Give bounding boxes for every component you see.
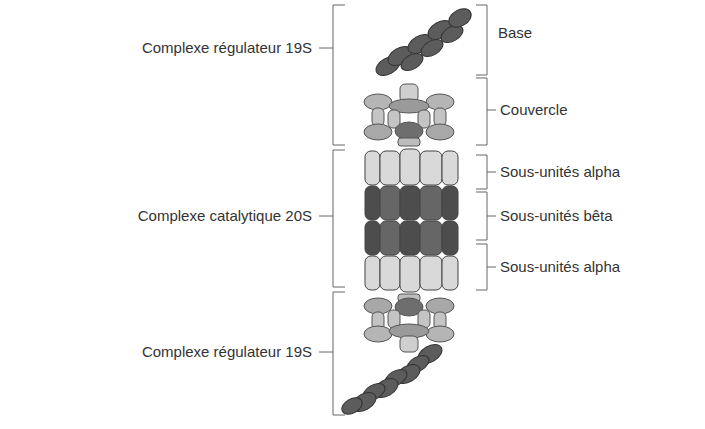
lid (364, 294, 454, 352)
part-label: Sous-unités bêta (500, 207, 613, 225)
part-label: Sous-unités alpha (500, 163, 620, 181)
brackets (319, 5, 496, 415)
complex-label: Complexe régulateur 19S (142, 39, 312, 57)
complex-label: Complexe catalytique 20S (138, 207, 312, 225)
part-label: Sous-unités alpha (500, 258, 620, 276)
core-particle (365, 149, 458, 292)
lid (364, 84, 454, 146)
base-chain (339, 341, 445, 418)
base-chain (373, 5, 475, 79)
complex-label: Complexe régulateur 19S (142, 343, 312, 361)
part-label: Base (498, 24, 532, 42)
part-label: Couvercle (500, 101, 568, 119)
